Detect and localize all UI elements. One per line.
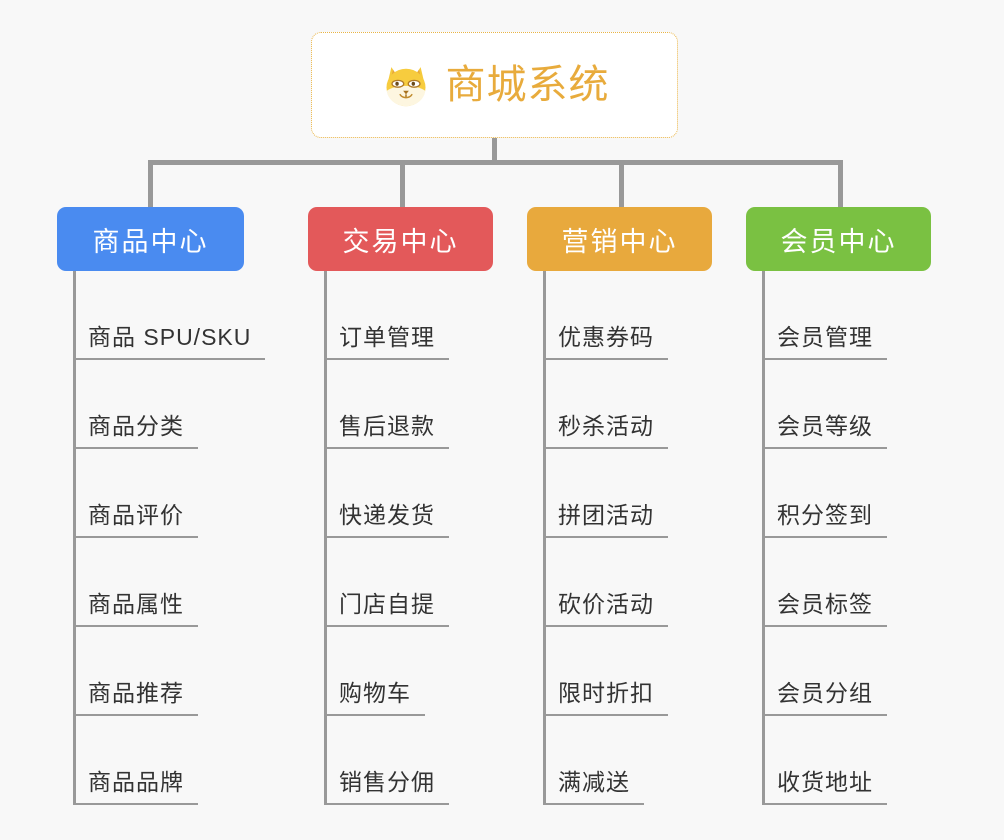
connector-horizontal-bus xyxy=(148,160,843,165)
category-header-trade-center[interactable]: 交易中心 xyxy=(308,207,493,271)
leaf-label: 积分签到 xyxy=(763,496,887,538)
category-header-member-center[interactable]: 会员中心 xyxy=(746,207,931,271)
list-item[interactable]: 商品品牌 xyxy=(73,716,244,805)
list-item[interactable]: 门店自提 xyxy=(324,538,493,627)
leaf-label: 商品推荐 xyxy=(74,674,198,716)
leaf-label: 会员标签 xyxy=(763,585,887,627)
list-item[interactable]: 商品评价 xyxy=(73,449,244,538)
connector-drop-trade-center xyxy=(400,160,405,208)
connector-drop-member-center xyxy=(838,160,843,208)
category-column-trade-center: 交易中心订单管理售后退款快递发货门店自提购物车销售分佣 xyxy=(308,207,493,805)
list-item[interactable]: 砍价活动 xyxy=(543,538,712,627)
list-item[interactable]: 商品 SPU/SKU xyxy=(73,271,266,360)
leaf-label: 商品属性 xyxy=(74,585,198,627)
list-item[interactable]: 订单管理 xyxy=(324,271,493,360)
list-item[interactable]: 商品推荐 xyxy=(73,627,244,716)
list-item[interactable]: 会员等级 xyxy=(762,360,931,449)
leaf-label: 门店自提 xyxy=(325,585,449,627)
list-item[interactable]: 购物车 xyxy=(324,627,493,716)
leaf-label: 商品评价 xyxy=(74,496,198,538)
branch-marketing-center: 优惠券码秒杀活动拼团活动砍价活动限时折扣满减送 xyxy=(527,271,712,805)
category-header-marketing-center[interactable]: 营销中心 xyxy=(527,207,712,271)
leaf-label: 限时折扣 xyxy=(544,674,668,716)
leaf-label: 拼团活动 xyxy=(544,496,668,538)
leaf-list-trade-center: 订单管理售后退款快递发货门店自提购物车销售分佣 xyxy=(308,271,493,805)
root-node-content: 商城系统 xyxy=(380,59,610,111)
list-item[interactable]: 秒杀活动 xyxy=(543,360,712,449)
leaf-label: 购物车 xyxy=(325,674,425,716)
leaf-label: 会员分组 xyxy=(763,674,887,716)
leaf-label: 商品品牌 xyxy=(74,763,198,805)
list-item[interactable]: 积分签到 xyxy=(762,449,931,538)
leaf-label: 商品 SPU/SKU xyxy=(74,318,266,360)
leaf-label: 订单管理 xyxy=(325,318,449,360)
category-column-product-center: 商品中心商品 SPU/SKU 商品分类商品评价商品属性商品推荐商品品牌 xyxy=(57,207,266,805)
branch-trunk-product-center xyxy=(73,271,76,805)
leaf-list-member-center: 会员管理会员等级积分签到会员标签会员分组收货地址 xyxy=(746,271,931,805)
connector-drop-product-center xyxy=(148,160,153,208)
leaf-label: 售后退款 xyxy=(325,407,449,449)
branch-product-center: 商品 SPU/SKU 商品分类商品评价商品属性商品推荐商品品牌 xyxy=(57,271,266,805)
category-column-marketing-center: 营销中心优惠券码秒杀活动拼团活动砍价活动限时折扣满减送 xyxy=(527,207,712,805)
connector-drop-marketing-center xyxy=(619,160,624,208)
list-item[interactable]: 会员管理 xyxy=(762,271,931,360)
leaf-label: 快递发货 xyxy=(325,496,449,538)
list-item[interactable]: 满减送 xyxy=(543,716,712,805)
root-node[interactable]: 商城系统 xyxy=(311,32,678,138)
list-item[interactable]: 商品属性 xyxy=(73,538,244,627)
leaf-list-marketing-center: 优惠券码秒杀活动拼团活动砍价活动限时折扣满减送 xyxy=(527,271,712,805)
root-title: 商城系统 xyxy=(445,63,610,107)
leaf-label: 收货地址 xyxy=(763,763,887,805)
leaf-label: 优惠券码 xyxy=(544,318,668,360)
list-item[interactable]: 快递发货 xyxy=(324,449,493,538)
list-item[interactable]: 售后退款 xyxy=(324,360,493,449)
leaf-label: 销售分佣 xyxy=(325,763,449,805)
branch-trunk-trade-center xyxy=(324,271,327,805)
branch-trunk-member-center xyxy=(762,271,765,805)
category-header-product-center[interactable]: 商品中心 xyxy=(57,207,244,271)
branch-member-center: 会员管理会员等级积分签到会员标签会员分组收货地址 xyxy=(746,271,931,805)
list-item[interactable]: 优惠券码 xyxy=(543,271,712,360)
list-item[interactable]: 拼团活动 xyxy=(543,449,712,538)
leaf-label: 会员管理 xyxy=(763,318,887,360)
leaf-label: 砍价活动 xyxy=(544,585,668,627)
leaf-label: 满减送 xyxy=(544,763,644,805)
leaf-label: 会员等级 xyxy=(763,407,887,449)
leaf-label: 商品分类 xyxy=(74,407,198,449)
shiba-dog-face-icon xyxy=(386,67,425,107)
list-item[interactable]: 收货地址 xyxy=(762,716,931,805)
list-item[interactable]: 销售分佣 xyxy=(324,716,493,805)
leaf-label: 秒杀活动 xyxy=(544,407,668,449)
list-item[interactable]: 会员分组 xyxy=(762,627,931,716)
list-item[interactable]: 商品分类 xyxy=(73,360,244,449)
branch-trunk-marketing-center xyxy=(543,271,546,805)
leaf-list-product-center: 商品 SPU/SKU 商品分类商品评价商品属性商品推荐商品品牌 xyxy=(57,271,266,805)
branch-trade-center: 订单管理售后退款快递发货门店自提购物车销售分佣 xyxy=(308,271,493,805)
list-item[interactable]: 会员标签 xyxy=(762,538,931,627)
category-column-member-center: 会员中心会员管理会员等级积分签到会员标签会员分组收货地址 xyxy=(746,207,931,805)
connector-root-stem xyxy=(492,138,497,165)
list-item[interactable]: 限时折扣 xyxy=(543,627,712,716)
